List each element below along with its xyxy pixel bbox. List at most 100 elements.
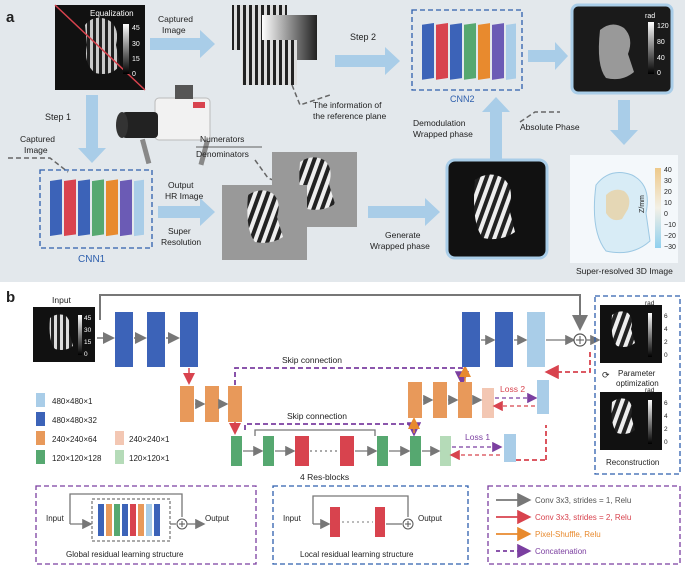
cnn2-box [411, 9, 523, 91]
cnn1-box [39, 169, 153, 249]
svg-text:480×480×1: 480×480×1 [52, 397, 93, 406]
svg-text:120×120×1: 120×120×1 [129, 454, 170, 463]
step1-label: Step 1 [45, 112, 71, 122]
arrow-legend-box [487, 485, 681, 565]
super-resolved-label: Super-resolved 3D Image [576, 266, 673, 276]
svg-text:40: 40 [657, 55, 665, 62]
size-legend-labels: 480×480×1 480×480×32 240×240×64 120×120×… [52, 397, 170, 463]
svg-text:20: 20 [664, 189, 672, 196]
cnn1-layers [50, 179, 144, 237]
legend-purple-label: Concatenation [535, 547, 587, 556]
zmm-label: Z/mm [639, 195, 646, 213]
lr-output-120 [504, 434, 516, 462]
rad-label-b1: rad [645, 300, 655, 307]
svg-text:−20: −20 [664, 233, 676, 240]
svg-text:0: 0 [84, 351, 88, 358]
info-ref-line1: The information of [313, 100, 382, 110]
cnn2-label: CNN2 [450, 94, 475, 104]
generate-2: Wrapped phase [370, 241, 430, 251]
svg-text:480×480×32: 480×480×32 [52, 416, 97, 425]
generate-1: Generate [385, 230, 421, 240]
dashed-leader-absolute [519, 111, 560, 123]
skip-connection-1 [234, 367, 470, 386]
svg-text:240×240×1: 240×240×1 [129, 435, 170, 444]
global-mini-layers [98, 504, 160, 536]
refresh-icon: ⟳ [602, 370, 610, 380]
global-skip-mini [69, 493, 183, 524]
global-skip-arrow [99, 294, 588, 331]
arrow-to-captured [150, 30, 215, 58]
svg-text:45: 45 [132, 25, 140, 32]
skip-connection-2 [244, 422, 422, 437]
skip2-label: Skip connection [287, 411, 347, 421]
svg-text:30: 30 [664, 178, 672, 185]
param-opt-2: optimization [616, 379, 659, 388]
z-ticks: 40 30 20 10 0 −10 −20 −30 [664, 167, 676, 251]
svg-text:2: 2 [664, 339, 668, 346]
absolute-phase-colorbar [648, 22, 654, 74]
captured-image-left-1: Captured [20, 134, 55, 144]
svg-text:0: 0 [132, 71, 136, 78]
denominators-label: Denominators [196, 149, 249, 159]
captured-image-top-2: Image [162, 25, 186, 35]
local-block-1 [330, 507, 340, 537]
svg-text:30: 30 [132, 41, 140, 48]
svg-text:120: 120 [657, 23, 669, 30]
arrow-generate [368, 198, 440, 226]
arrow-cnn2-out [528, 42, 568, 70]
svg-text:15: 15 [84, 339, 92, 346]
reconstruction-label: Reconstruction [606, 458, 659, 467]
decoder-top-blocks [462, 312, 545, 367]
svg-text:2: 2 [664, 426, 668, 433]
absolute-phase-head [598, 24, 634, 80]
arrow-to-3d [610, 100, 638, 145]
hr-fringe-images [222, 152, 357, 260]
local-block-2 [375, 507, 385, 537]
global-output-label: Output [205, 514, 230, 523]
demod-line1: Demodulation [413, 118, 466, 128]
out1-ticks: 6 4 2 0 [664, 313, 668, 359]
equalization-label: Equalization [90, 9, 134, 18]
output-image-2 [600, 392, 662, 450]
svg-text:45: 45 [84, 315, 92, 322]
local-skip [312, 495, 409, 524]
captured-fringe-stack [232, 5, 317, 85]
cnn2-layers [422, 23, 516, 80]
level2-blocks [180, 386, 242, 422]
equalization-colorbar-ticks: 45 30 15 0 [132, 25, 140, 78]
dashed-leader-ref [291, 84, 331, 106]
svg-text:6: 6 [664, 400, 668, 407]
output-image-1 [600, 305, 662, 363]
svg-text:−10: −10 [664, 222, 676, 229]
svg-text:0: 0 [664, 439, 668, 446]
svg-text:4: 4 [664, 326, 668, 333]
svg-text:80: 80 [657, 39, 665, 46]
cnn1-label: CNN1 [78, 254, 106, 265]
input-label: Input [52, 295, 72, 305]
super-res-1: Super [168, 226, 191, 236]
arrow-up-cnn2 [482, 97, 510, 160]
rad-ticks-a: 120 80 40 0 [657, 23, 669, 77]
global-input-label: Input [46, 514, 65, 523]
loss1-label: Loss 1 [465, 432, 490, 442]
local-input-label: Input [283, 514, 302, 523]
input-ticks: 45 30 15 0 [84, 315, 92, 358]
output-hr-2: HR Image [165, 191, 204, 201]
reconstruction-box [594, 295, 681, 475]
global-caption: Global residual learning structure [66, 550, 184, 559]
svg-text:0: 0 [664, 352, 668, 359]
size-legend [36, 393, 124, 464]
global-residual-box [35, 485, 257, 565]
feedback-2 [544, 352, 591, 380]
svg-text:4: 4 [664, 413, 668, 420]
svg-text:0: 0 [664, 211, 668, 218]
arrow-step1 [78, 95, 106, 163]
arrow-cnn1-out [158, 198, 215, 226]
demod-line2: Wrapped phase [413, 129, 473, 139]
equalization-image [54, 4, 146, 91]
svg-text:120×120×128: 120×120×128 [52, 454, 102, 463]
absolute-phase-label: Absolute Phase [520, 122, 580, 132]
panel-a-label: a [6, 9, 15, 26]
svg-text:6: 6 [664, 313, 668, 320]
